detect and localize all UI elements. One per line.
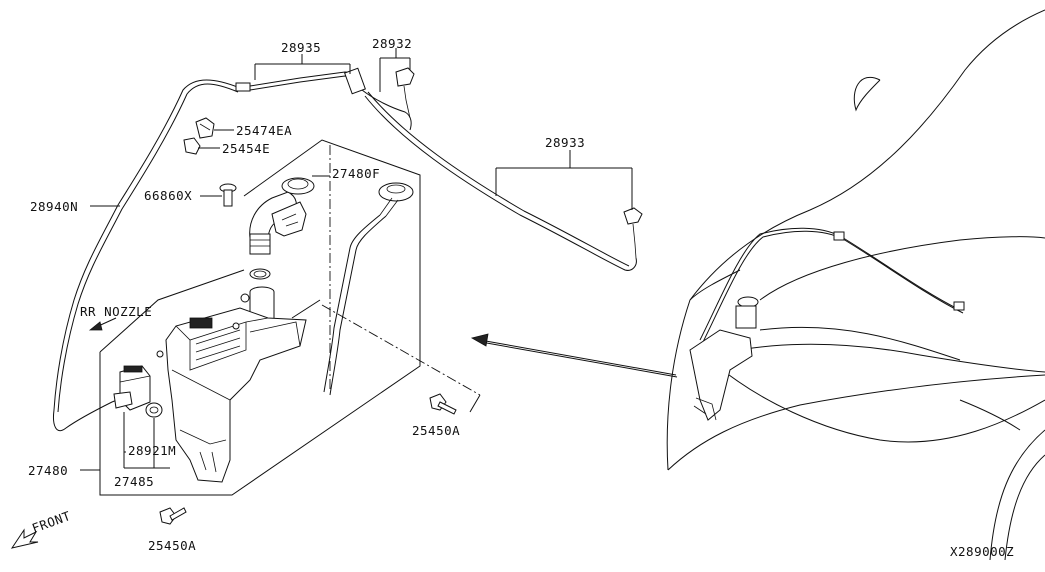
clip-25474ea <box>195 117 215 139</box>
label-66860x: 66860X <box>144 188 192 203</box>
label-25474ea: 25474EA <box>236 123 292 138</box>
pump-28921m <box>113 365 151 411</box>
filler-neck <box>249 191 307 255</box>
leader-28933 <box>495 150 633 210</box>
hose-28935 <box>249 71 361 87</box>
label-front: FRONT <box>30 508 73 536</box>
label-25450a-right: 25450A <box>412 423 460 438</box>
assembly-box-27480 <box>99 139 421 496</box>
centerline-bolt <box>321 304 481 396</box>
level-stick <box>329 215 387 396</box>
label-28921m: 28921M <box>128 443 176 458</box>
cap-27480f <box>378 182 414 217</box>
diagram-code: X289000Z <box>950 544 1014 559</box>
grommet-27485 <box>145 402 163 418</box>
nozzle-28933 <box>623 207 643 259</box>
hose-28940n <box>53 79 241 432</box>
leader-28921m-27485 <box>123 412 170 469</box>
label-27480: 27480 <box>28 463 68 478</box>
label-27480f: 27480F <box>332 166 380 181</box>
label-28935: 28935 <box>281 40 321 55</box>
label-rr-nozzle: RR NOZZLE <box>80 304 152 319</box>
location-arrow <box>479 339 677 376</box>
bolt-25450a-right <box>429 393 457 415</box>
vehicle-front-view <box>666 9 1045 561</box>
nozzle-28932 <box>395 67 415 119</box>
bolt-66860x <box>219 183 237 207</box>
clip-25454e <box>183 137 201 155</box>
label-25450a-bottom: 25450A <box>148 538 196 553</box>
hose-connector <box>344 67 366 95</box>
front-arrow <box>10 528 39 549</box>
label-27485: 27485 <box>114 474 154 489</box>
leader-28935 <box>254 54 351 80</box>
bolt-25450a-bottom <box>159 507 187 525</box>
label-25454e: 25454E <box>222 141 270 156</box>
label-28932: 28932 <box>372 36 412 51</box>
reservoir-tank <box>156 293 307 483</box>
hose-28940n-inner <box>57 83 239 413</box>
label-28933: 28933 <box>545 135 585 150</box>
leader-28932 <box>379 48 411 92</box>
filler-cap-ring <box>281 177 315 195</box>
label-28940n: 28940N <box>30 199 78 214</box>
hose-28933 <box>364 95 637 271</box>
seal-ring <box>249 268 271 280</box>
hose-28932 <box>361 89 412 131</box>
hose-joint <box>235 82 251 92</box>
